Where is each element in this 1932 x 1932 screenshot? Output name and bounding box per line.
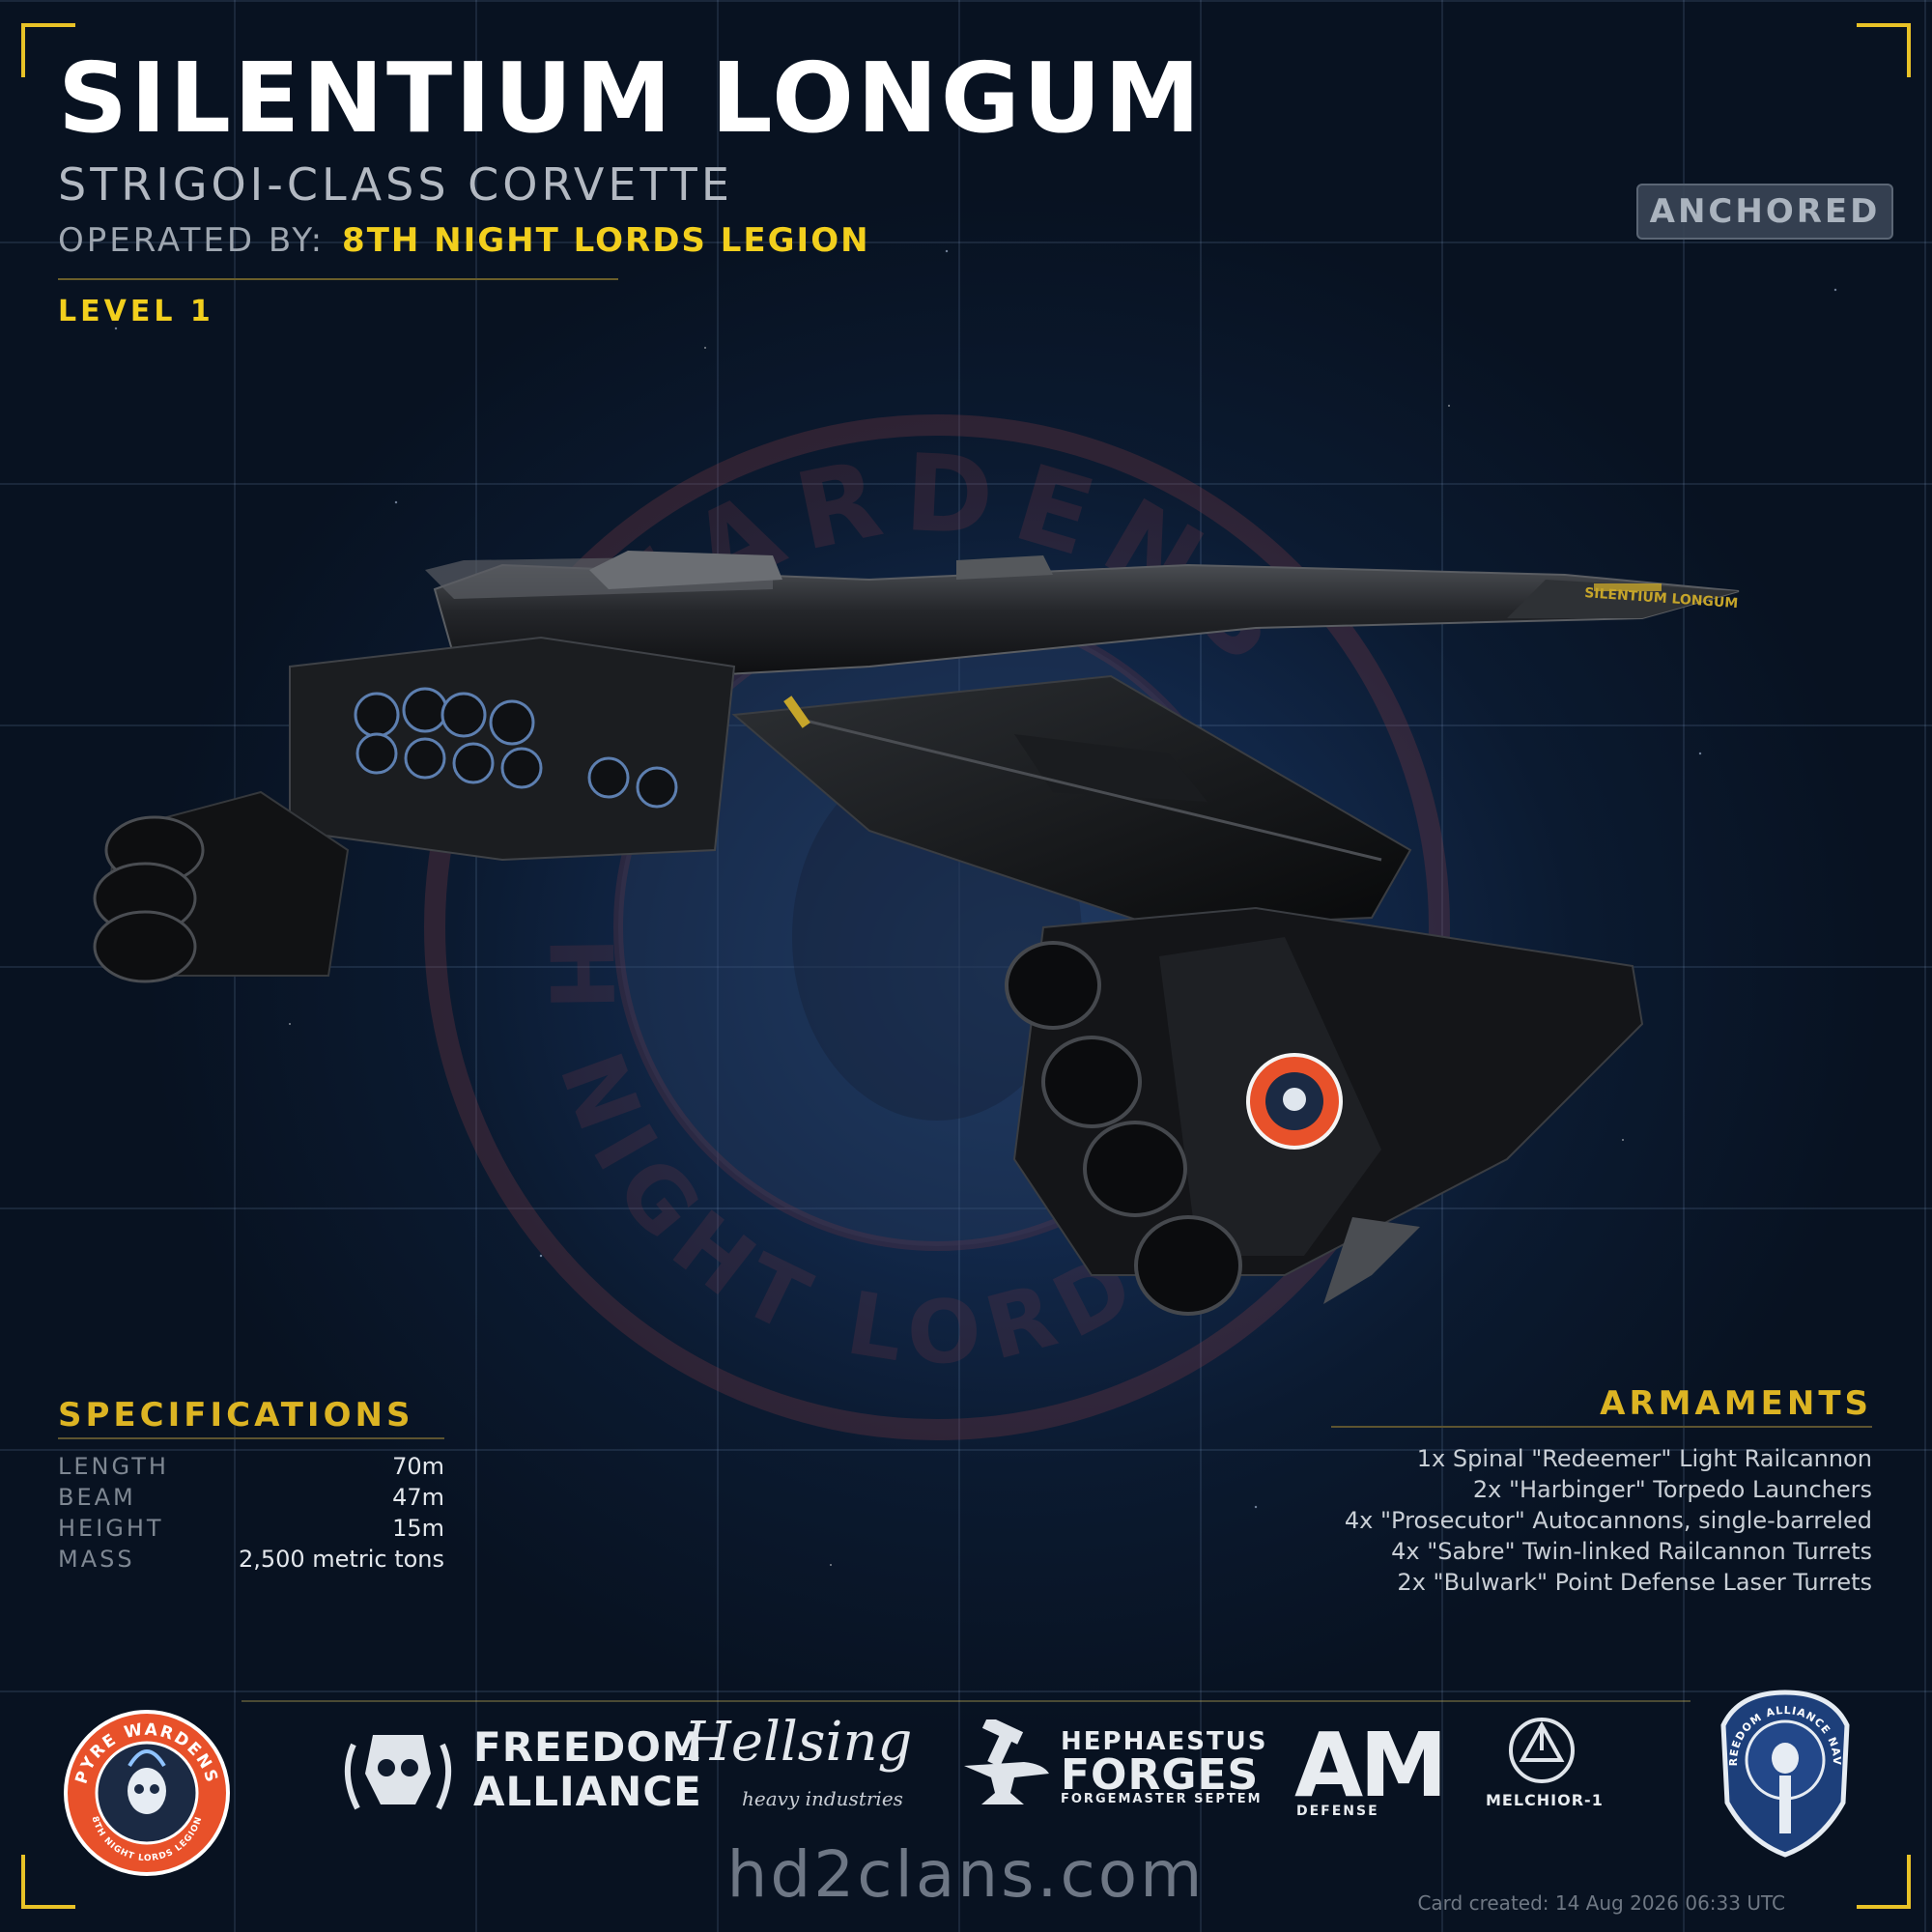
hephaestus-logo-line2: FORGES — [1061, 1750, 1260, 1800]
melchior-aperture-icon — [1509, 1718, 1575, 1783]
spec-value: 15m — [392, 1515, 444, 1542]
spec-row-beam: BEAM 47m — [58, 1482, 444, 1513]
status-badge: ANCHORED — [1636, 184, 1893, 240]
operator-line: OPERATED BY: 8TH NIGHT LORDS LEGION — [58, 224, 870, 257]
specifications-table: LENGTH 70m BEAM 47m HEIGHT 15m MASS 2,50… — [58, 1451, 444, 1575]
armament-item: 4x "Prosecutor" Autocannons, single-barr… — [1344, 1507, 1872, 1534]
card-created-timestamp: Card created: 14 Aug 2026 06:33 UTC — [1417, 1891, 1785, 1915]
spec-label: HEIGHT — [58, 1515, 164, 1542]
armament-item: 2x "Harbinger" Torpedo Launchers — [1472, 1476, 1872, 1503]
operator-divider — [58, 278, 618, 280]
specifications-heading: SPECIFICATIONS — [58, 1396, 414, 1435]
armament-item: 2x "Bulwark" Point Defense Laser Turrets — [1397, 1569, 1872, 1596]
anvil-hammer-icon — [964, 1719, 1049, 1804]
ship-level: LEVEL 1 — [58, 295, 214, 328]
site-footer-url: hd2clans.com — [726, 1837, 1206, 1912]
spec-row-mass: MASS 2,500 metric tons — [58, 1544, 444, 1575]
spec-value: 70m — [392, 1453, 444, 1480]
armament-item: 1x Spinal "Redeemer" Light Railcannon — [1416, 1445, 1872, 1472]
am-defense-logo-mark: AM — [1294, 1714, 1448, 1817]
spec-label: LENGTH — [58, 1453, 169, 1480]
freedom-alliance-logo-line2: ALLIANCE — [473, 1768, 702, 1815]
armaments-heading: ARMAMENTS — [1600, 1384, 1872, 1423]
ship-name-title: SILENTIUM LONGUM — [58, 42, 1204, 155]
hellsing-logo-text: Hellsing — [684, 1711, 913, 1774]
armaments-divider — [1331, 1426, 1872, 1428]
spec-value: 47m — [392, 1484, 444, 1511]
hephaestus-logo-line1: HEPHAESTUS — [1061, 1727, 1268, 1756]
ship-class-subtitle: STRIGOI-CLASS CORVETTE — [58, 158, 733, 211]
spec-row-length: LENGTH 70m — [58, 1451, 444, 1482]
navy-shield-emblem: FREEDOM ALLIANCE NAVY — [1716, 1687, 1850, 1858]
spec-row-height: HEIGHT 15m — [58, 1513, 444, 1544]
corner-bracket-top-right — [1857, 23, 1911, 77]
freedom-alliance-skull-icon — [344, 1735, 452, 1810]
corner-bracket-bottom-left — [21, 1855, 75, 1909]
hellsing-logo-subtext: heavy industries — [742, 1787, 903, 1810]
spec-label: MASS — [58, 1546, 135, 1573]
operator-label: OPERATED BY: — [58, 221, 326, 260]
am-defense-logo-sub: DEFENSE — [1296, 1804, 1379, 1819]
pyre-wardens-emblem: PYRE WARDENS 8TH NIGHT LORDS LEGION — [64, 1710, 230, 1876]
spec-label: BEAM — [58, 1484, 136, 1511]
corner-bracket-top-left — [21, 23, 75, 77]
corner-bracket-bottom-right — [1857, 1855, 1911, 1909]
melchior-logo-text: MELCHIOR-1 — [1486, 1791, 1604, 1809]
operator-name: 8TH NIGHT LORDS LEGION — [342, 221, 870, 260]
spec-value: 2,500 metric tons — [238, 1546, 444, 1573]
freedom-alliance-logo-line1: FREEDOM — [473, 1723, 703, 1771]
logo-strip-divider — [242, 1700, 1690, 1702]
armaments-list: 1x Spinal "Redeemer" Light Railcannon 2x… — [1196, 1443, 1872, 1598]
specifications-divider — [58, 1437, 444, 1439]
armament-item: 4x "Sabre" Twin-linked Railcannon Turret… — [1391, 1538, 1872, 1565]
hephaestus-logo-line3: FORGEMASTER SEPTEM — [1061, 1792, 1263, 1806]
